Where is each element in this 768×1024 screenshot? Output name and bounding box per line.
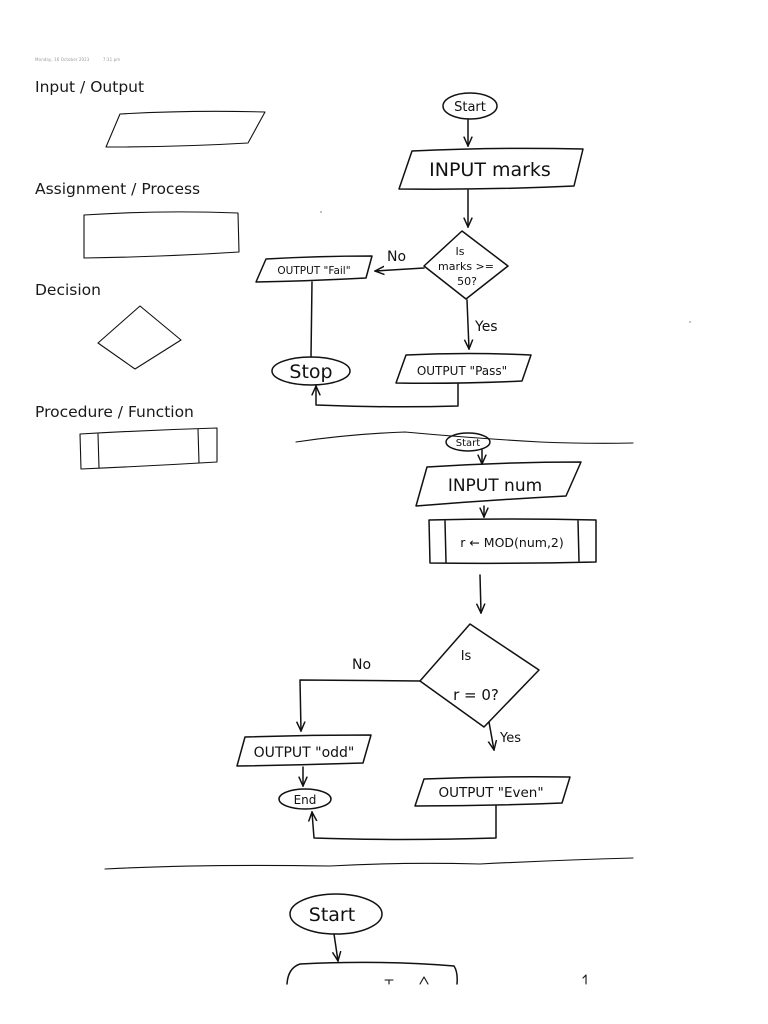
fc1-decision-line3: 50? [457,275,477,288]
fc1-input-parallelogram [398,147,584,190]
section-divider-1 [295,431,634,444]
fc3-arrow-start-next [334,933,338,961]
fc1-no-label: No [387,249,406,265]
fc1-arrow-pass-stop [316,383,459,408]
fc1-start-label: Start [454,100,486,115]
fc1-start-terminator [442,92,498,120]
fc2-arrow-even-end [312,805,497,841]
fc3-start-terminator [289,893,383,935]
fc1-decision-diamond [423,230,509,300]
fc2-input-parallelogram [415,461,582,507]
fc2-no-label: No [352,657,371,673]
fc3-start-label: Start [309,904,355,926]
fc1-stop-terminator [271,356,351,386]
fc2-decision-line2: r = 0? [453,686,499,704]
legend-heading-assignment-process: Assignment / Process [35,180,201,198]
fc2-arrow-process-decision [480,574,481,613]
fc1-output-pass-label: OUTPUT "Pass" [417,364,507,378]
fc1-output-fail-parallelogram [255,255,373,283]
fc2-output-odd-label: OUTPUT "odd" [254,745,355,761]
legend-procedure-shape [79,427,218,470]
stray-dot [320,211,322,213]
legend-rectangle-shape [83,211,240,259]
legend-parallelogram-shape [105,110,266,148]
fc3-partial-stroke-3 [582,974,587,985]
fc2-start-label: Start [456,438,481,449]
flowchart-1: Start INPUT marks Is marks >= 50? No OUT… [255,92,584,408]
section-divider-2 [104,857,634,870]
fc2-input-label: INPUT num [448,476,542,496]
fc3-partial-stroke-1 [384,979,394,985]
fc2-output-odd-parallelogram [236,734,372,767]
timestamp-date: Monday, 16 October 2023 [35,57,90,62]
fc1-decision-line1: Is [456,245,465,258]
fc2-end-terminator [278,788,332,810]
legend-heading-input-output: Input / Output [35,78,145,96]
fc1-arrow-decision-no [375,268,425,271]
fc2-decision-line1: Is [461,649,472,664]
fc3-partial-stroke-2 [419,976,429,985]
fc1-input-label: INPUT marks [429,159,551,181]
fc2-process-procedure-box [428,518,597,565]
flowchart-2: Start INPUT num r ← MOD(num,2) Is r = 0?… [236,432,597,841]
fc2-process-label: r ← MOD(num,2) [460,535,564,550]
fc2-output-even-parallelogram [414,776,571,807]
page-timestamp: Monday, 16 October 2023 7:31 pm [35,57,132,62]
fc1-output-fail-label: OUTPUT "Fail" [277,265,350,277]
fc2-start-terminator [445,432,491,452]
fc2-end-label: End [294,793,317,807]
fc1-stop-label: Stop [289,361,332,383]
flowchart-3: Start [286,893,587,985]
stray-dot [689,321,691,323]
fc2-decision-diamond [419,623,540,728]
fc1-decision-line2: marks >= [438,260,494,273]
fc2-output-even-label: OUTPUT "Even" [438,785,543,801]
legend-diamond-shape [97,305,182,370]
fc1-arrow-fail-stop [310,281,313,358]
fc2-yes-label: Yes [499,731,521,746]
legend-heading-decision: Decision [35,281,101,299]
fc2-arrow-decision-no [300,679,421,731]
timestamp-time: 7:31 pm [102,57,121,62]
fc1-output-pass-parallelogram [395,352,532,384]
fc3-next-shape-partial [286,961,458,985]
legend-heading-procedure-function: Procedure / Function [35,403,194,421]
fc2-arrow-decision-yes [489,721,494,750]
fc1-yes-label: Yes [474,319,498,335]
fc1-arrow-decision-yes [467,299,469,349]
